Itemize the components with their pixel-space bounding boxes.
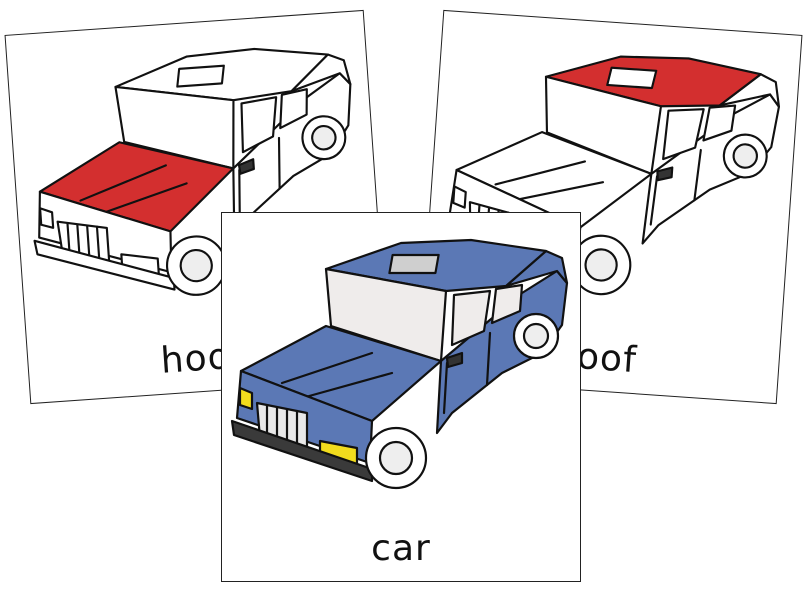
- card-label: car: [371, 528, 431, 569]
- car-illustration: [230, 238, 569, 490]
- car-card: car: [221, 212, 581, 582]
